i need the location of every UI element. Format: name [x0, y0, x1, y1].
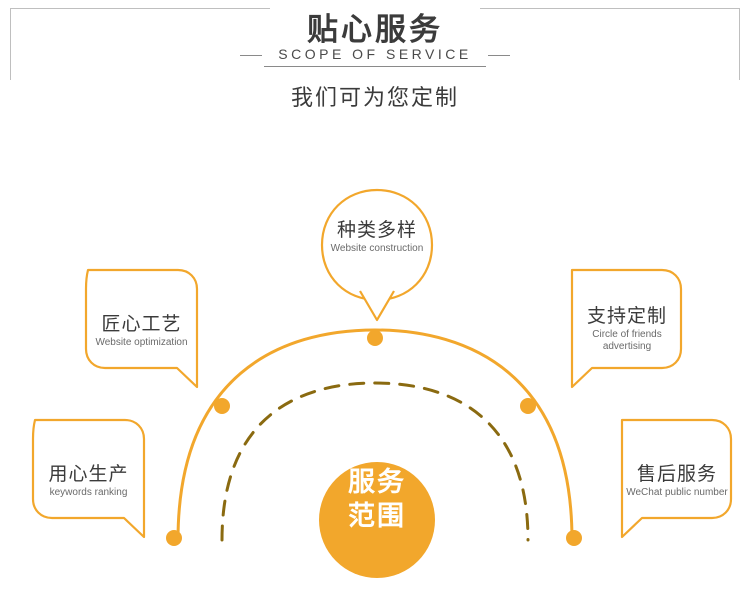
- page-title-en: SCOPE OF SERVICE: [240, 46, 511, 67]
- node-2-title: 匠心工艺: [101, 314, 182, 335]
- pin-shape-node-3[interactable]: [320, 188, 434, 302]
- pin-shape-node-1[interactable]: [31, 418, 146, 539]
- node-1-title: 用心生产: [48, 464, 129, 485]
- pin-shape-node-5[interactable]: [620, 418, 733, 539]
- service-scope-diagram: 用心生产 keywords ranking 匠心工艺 Website optim…: [0, 125, 750, 615]
- node-3-subtitle: Website construction: [330, 243, 424, 254]
- arc-dot-left-lower: [166, 530, 182, 546]
- arc-dot-right-lower: [566, 530, 582, 546]
- center-badge-text: 服务 范围: [322, 465, 432, 533]
- arc-dot-right: [520, 398, 536, 414]
- page-subtitle-en-wrap: SCOPE OF SERVICE: [0, 46, 750, 67]
- node-2-subtitle: Website optimization: [95, 337, 188, 348]
- node-5-title: 售后服务: [636, 464, 717, 485]
- node-3-title: 种类多样: [336, 220, 417, 241]
- center-badge-line2: 范围: [348, 501, 406, 531]
- node-4-title: 支持定制: [586, 306, 667, 327]
- diagram-svg: [31, 188, 733, 578]
- arc-dot-top: [367, 330, 383, 346]
- center-badge-line1: 服务: [348, 467, 406, 497]
- node-5-subtitle: WeChat public number: [626, 487, 728, 498]
- page-title: 贴心服务: [307, 12, 443, 47]
- node-4-subtitle: Circle of friends advertising: [592, 329, 662, 352]
- page-subtitle: 我们可为您定制: [0, 80, 750, 112]
- header-frame-gap-top: [270, 0, 480, 22]
- pin-shape-node-4[interactable]: [570, 268, 683, 389]
- pin-shape-node-2[interactable]: [84, 268, 199, 389]
- page-header: 贴心服务 SCOPE OF SERVICE 我们可为您定制: [0, 0, 750, 125]
- node-1-subtitle: keywords ranking: [49, 487, 128, 498]
- arc-dot-left: [214, 398, 230, 414]
- center-badge: [319, 462, 435, 578]
- pin-tail-node-3: [359, 290, 395, 322]
- inner-dashed-arc: [220, 381, 530, 542]
